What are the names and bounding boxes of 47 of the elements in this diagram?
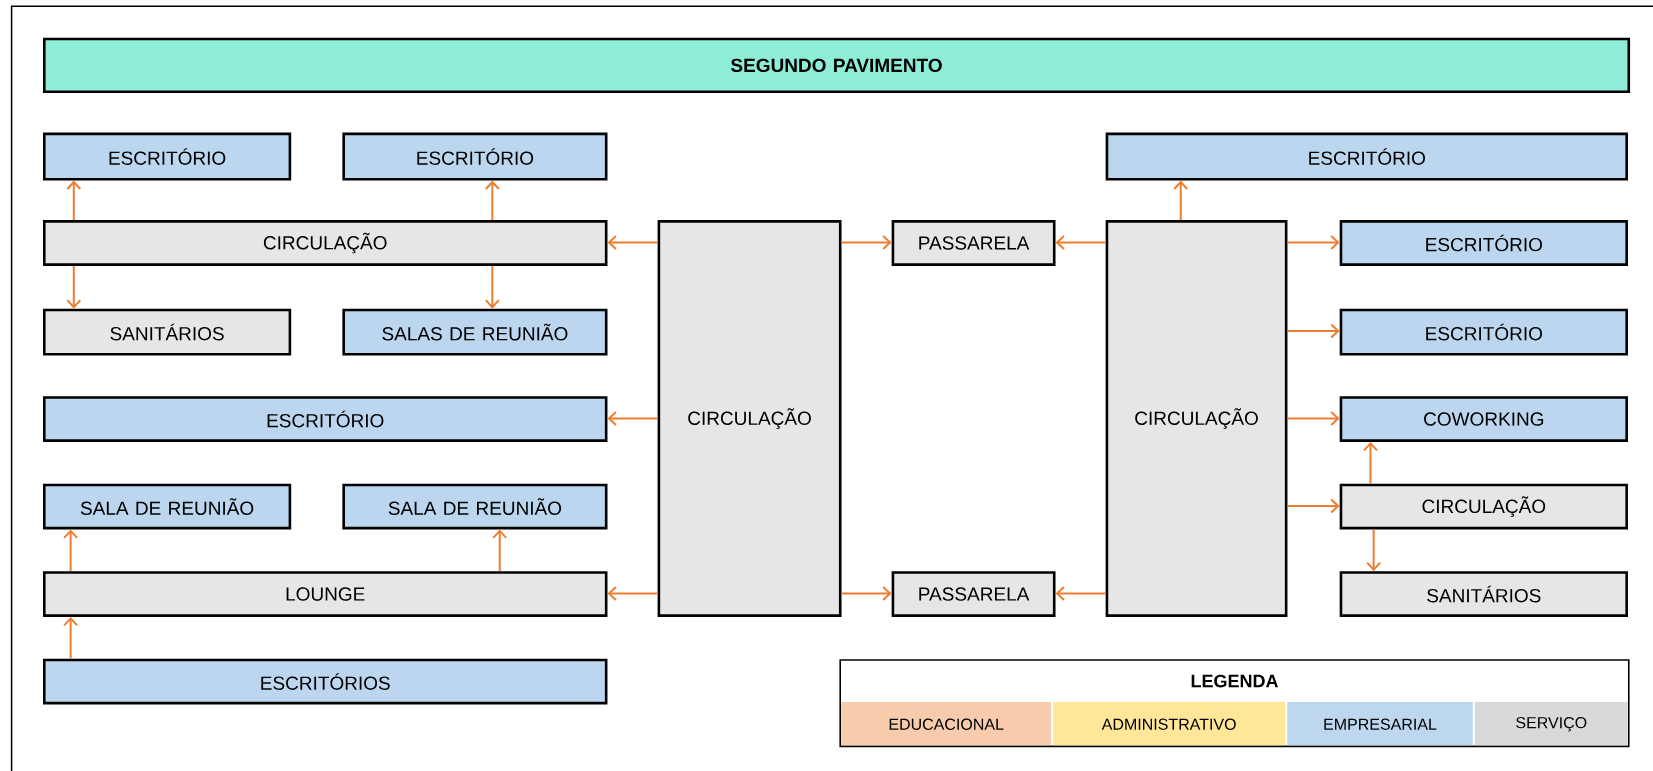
room-box: SALA DE REUNIÃO bbox=[43, 483, 292, 530]
room-box: ESCRITÓRIOS bbox=[43, 658, 608, 705]
arrow bbox=[840, 586, 892, 602]
room-box: ESCRITÓRIO bbox=[1339, 220, 1628, 266]
room-box: CIRCULAÇÃO bbox=[1339, 483, 1628, 530]
room-box: PASSARELA bbox=[891, 571, 1056, 617]
arrow bbox=[1286, 323, 1340, 339]
title-band: SEGUNDO PAVIMENTO bbox=[42, 37, 1631, 93]
room-box: PASSARELA bbox=[891, 220, 1056, 266]
arrow bbox=[1055, 586, 1107, 602]
legend-title: LEGENDA bbox=[1191, 674, 1279, 688]
arrow bbox=[484, 180, 500, 222]
legend-item: SERVIÇO bbox=[1474, 702, 1628, 746]
arrow bbox=[607, 586, 659, 602]
arrow bbox=[66, 264, 82, 309]
room-box: CIRCULAÇÃO bbox=[657, 220, 842, 617]
room-box: ESCRITÓRIO bbox=[43, 132, 292, 181]
room-box: ESCRITÓRIO bbox=[1105, 132, 1628, 181]
room-box: SANITÁRIOS bbox=[1339, 571, 1628, 617]
arrow bbox=[484, 264, 500, 309]
room-box: ESCRITÓRIO bbox=[43, 396, 608, 442]
arrow bbox=[607, 411, 659, 427]
room-box: SALA DE REUNIÃO bbox=[342, 483, 608, 530]
room-box: CIRCULAÇÃO bbox=[1105, 220, 1288, 617]
room-box: LOUNGE bbox=[43, 571, 608, 617]
room-box: SALAS DE REUNIÃO bbox=[342, 308, 608, 356]
arrow bbox=[63, 616, 79, 660]
arrow bbox=[63, 529, 79, 573]
legend-item: EMPRESARIAL bbox=[1287, 702, 1473, 746]
arrow bbox=[840, 234, 892, 250]
arrow bbox=[1286, 411, 1340, 427]
legend-item: EDUCACIONAL bbox=[841, 702, 1052, 746]
arrow bbox=[492, 529, 508, 573]
arrow bbox=[66, 180, 82, 222]
arrow bbox=[1363, 441, 1378, 485]
arrow bbox=[1173, 180, 1189, 222]
room-box: CIRCULAÇÃO bbox=[43, 220, 608, 266]
arrow bbox=[1366, 528, 1382, 572]
room-box: ESCRITÓRIO bbox=[342, 132, 608, 181]
legend-item: ADMINISTRATIVO bbox=[1053, 702, 1286, 746]
arrow bbox=[1055, 234, 1107, 250]
arrow bbox=[607, 234, 659, 250]
room-box: SANITÁRIOS bbox=[43, 308, 292, 356]
arrow bbox=[1286, 498, 1340, 514]
room-box: COWORKING bbox=[1339, 396, 1628, 442]
room-box: ESCRITÓRIO bbox=[1339, 308, 1628, 356]
arrow bbox=[1286, 234, 1340, 250]
